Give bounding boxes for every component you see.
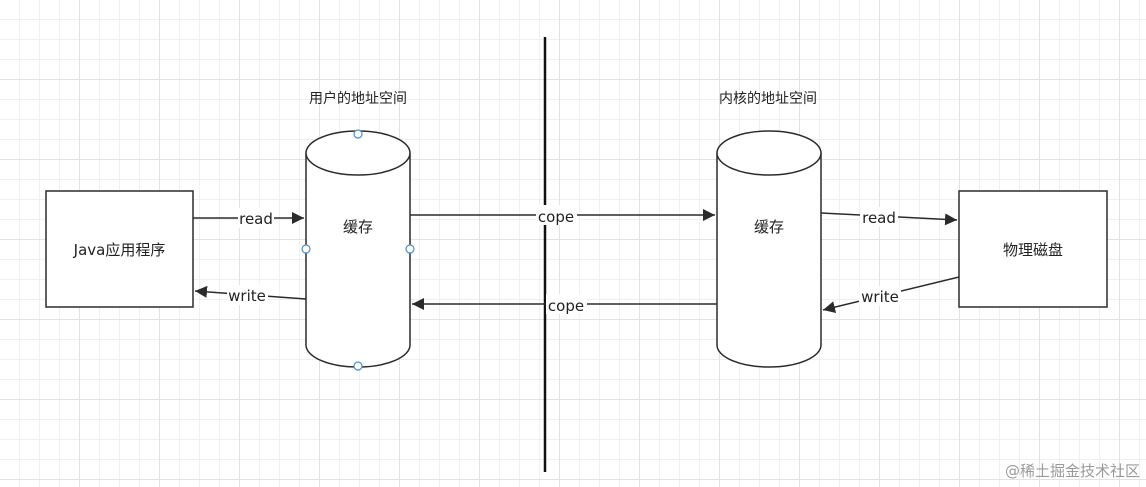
edge-app-read[interactable]: read <box>193 208 304 228</box>
kernel-cache-label: 缓存 <box>754 218 784 236</box>
resize-handle-top[interactable] <box>353 129 363 139</box>
edge-copy-to-user-label: cope <box>548 297 584 315</box>
kernel-space-title: 内核的地址空间 <box>719 91 817 107</box>
edge-copy-to-kernel-label: cope <box>538 208 574 226</box>
edge-app-write[interactable]: write <box>194 285 307 305</box>
resize-handle-right[interactable] <box>405 244 415 254</box>
kernel-cache-node[interactable]: 缓存 <box>716 130 822 368</box>
edge-disk-write-label: write <box>861 288 899 306</box>
disk-node[interactable]: 物理磁盘 <box>958 190 1108 308</box>
edge-app-read-label: read <box>239 210 273 228</box>
edge-disk-read-label: read <box>862 209 896 227</box>
resize-handle-left[interactable] <box>301 244 311 254</box>
java-app-node[interactable]: Java应用程序 <box>45 190 194 308</box>
user-cache-node[interactable]: 缓存 <box>305 130 411 368</box>
disk-label: 物理磁盘 <box>1003 241 1063 259</box>
edge-copy-to-user[interactable]: cope <box>412 294 717 315</box>
edge-disk-read[interactable]: read <box>820 207 958 227</box>
edge-copy-to-kernel[interactable]: cope <box>410 205 715 226</box>
user-cache-label: 缓存 <box>343 218 373 236</box>
user-space-title: 用户的地址空间 <box>309 90 407 107</box>
edge-disk-write[interactable]: write <box>822 276 960 314</box>
edge-app-write-label: write <box>228 287 266 305</box>
resize-handle-bottom[interactable] <box>353 361 363 371</box>
java-app-label: Java应用程序 <box>73 241 166 259</box>
watermark-text: @稀土掘金技术社区 <box>1005 462 1140 480</box>
